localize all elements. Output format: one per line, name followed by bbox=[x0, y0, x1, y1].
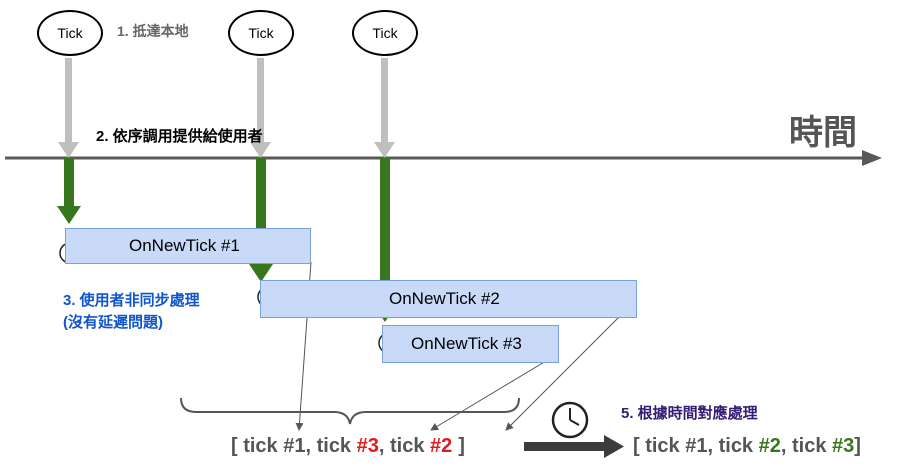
tick-label: Tick bbox=[57, 25, 83, 41]
gray-arrow-2 bbox=[250, 58, 271, 158]
received-sequence: [ tick #1, tick #3, tick #2] bbox=[231, 435, 465, 458]
task-label: OnNewTick #1 bbox=[129, 236, 240, 255]
task-box-3: OnNewTick #3 bbox=[382, 325, 559, 363]
tick-event-2: Tick bbox=[228, 10, 294, 56]
task-label: OnNewTick #3 bbox=[411, 334, 522, 353]
seq-text: [ tick #1, tick bbox=[633, 435, 759, 457]
seq-text: [ tick #1, tick bbox=[231, 435, 357, 457]
tick-label: Tick bbox=[248, 25, 274, 41]
step-async-label: 3. 使用者非同步處理 (沒有延遲問題) bbox=[63, 290, 200, 334]
timeline-arrowhead bbox=[862, 150, 882, 166]
gray-arrow-1 bbox=[58, 58, 79, 158]
tick-label: Tick bbox=[372, 25, 398, 41]
step-call-label: 2. 依序調用提供給使用者 bbox=[96, 128, 263, 145]
step-sort-label: 5. 根據時間對應處理 bbox=[621, 405, 758, 422]
green-arrow-2 bbox=[249, 158, 273, 282]
sorted-sequence: [ tick #1, tick #2, tick #3] bbox=[633, 435, 861, 458]
seq-text: , tick bbox=[780, 435, 833, 457]
step-async-line1: 3. 使用者非同步處理 bbox=[63, 292, 200, 309]
seq-text: ] bbox=[458, 435, 465, 457]
tick-event-3: Tick bbox=[352, 10, 418, 56]
seq-text: ] bbox=[854, 435, 861, 457]
task-label: OnNewTick #2 bbox=[389, 289, 500, 308]
task-box-1: OnNewTick #1 bbox=[65, 228, 311, 264]
pointer-line-2 bbox=[505, 299, 637, 431]
green-arrow-1 bbox=[57, 158, 81, 224]
timeline-label: 時間 bbox=[789, 114, 857, 152]
seq-sorted-item: #3 bbox=[832, 435, 855, 457]
gray-arrow-3 bbox=[374, 58, 395, 158]
clock-icon bbox=[551, 401, 589, 439]
seq-sorted-item: #2 bbox=[758, 435, 781, 457]
seq-late-item: #3 bbox=[356, 435, 379, 457]
pointer-line-3 bbox=[430, 357, 552, 431]
step-async-line2: (沒有延遲問題) bbox=[63, 314, 163, 331]
seq-text: , tick bbox=[378, 435, 431, 457]
curly-brace bbox=[180, 397, 520, 425]
tick-event-1: Tick bbox=[37, 10, 103, 56]
seq-late-item: #2 bbox=[430, 435, 453, 457]
transform-arrow bbox=[524, 435, 624, 458]
task-box-2: OnNewTick #2 bbox=[260, 280, 637, 318]
step-arrive-label: 1. 抵達本地 bbox=[117, 23, 189, 39]
